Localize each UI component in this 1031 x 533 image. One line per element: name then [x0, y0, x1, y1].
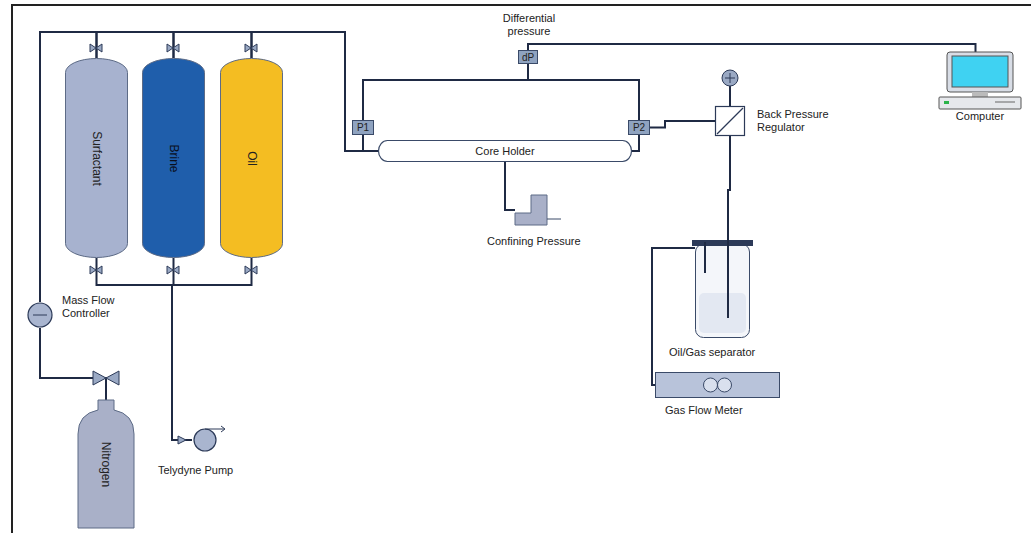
differential-pressure-gauge: Differential pressuredP	[518, 50, 538, 64]
node-label: Telydyne Pump	[158, 464, 233, 477]
back-pressure-regulator-outline	[715, 106, 745, 136]
node-label: Surfactant	[90, 131, 103, 186]
flow-line	[652, 248, 695, 385]
flow-line	[528, 44, 976, 52]
node-label: Confining Pressure	[487, 235, 581, 248]
flow-line	[363, 64, 528, 120]
node-label: Brine	[167, 144, 180, 172]
telydyne-pump: Telydyne Pump	[192, 428, 218, 452]
flow-line	[40, 328, 106, 400]
bpr-gauge	[722, 70, 738, 106]
core-holder: Core Holder	[378, 140, 632, 162]
node-label: Oil/Gas separator	[669, 346, 755, 359]
brine-vessel: Brine	[142, 58, 205, 258]
frame-border	[12, 5, 1031, 533]
node-label: Nitrogen	[99, 441, 112, 486]
node-label: Gas Flow Meter	[665, 404, 743, 417]
node-label: P2	[633, 121, 645, 134]
node-label: dP	[522, 51, 534, 64]
flow-line	[728, 136, 730, 238]
mass-flow-controller-outline	[27, 302, 53, 328]
surfactant-vessel: Surfactant	[65, 58, 128, 258]
node-label: Mass Flow Controller	[62, 294, 150, 320]
telydyne-pump-outline	[192, 428, 218, 452]
pressure-gauge: P1	[352, 120, 374, 135]
flow-line	[40, 32, 252, 302]
flow-line	[505, 162, 515, 210]
mass-flow-controller: Mass Flow Controller	[27, 302, 53, 328]
flow-line	[632, 135, 639, 151]
pump-valve	[178, 436, 186, 444]
oil-gas-separator: Oil/Gas separator	[695, 238, 750, 338]
node-label: Differential pressure	[496, 12, 562, 38]
confining-pressure-pump-outline	[515, 195, 555, 225]
computer: Computer	[935, 52, 1025, 126]
node-label: Computer	[935, 110, 1025, 123]
node-label: P1	[357, 121, 369, 134]
flow-line	[363, 135, 378, 151]
confining-pressure-pump: Confining Pressure	[515, 195, 555, 225]
nitrogen-cylinder: Nitrogen	[78, 400, 134, 528]
oil-gas-separator-outline	[695, 238, 750, 338]
node-label: Oil	[245, 151, 258, 166]
flow-line	[528, 64, 639, 120]
node-label: Core Holder	[475, 145, 534, 158]
gas-flow-meter: Gas Flow Meter	[655, 372, 780, 398]
flow-line	[650, 121, 715, 128]
pressure-gauge: P2	[628, 120, 650, 135]
flow-line	[172, 258, 252, 440]
oil-vessel: Oil	[220, 58, 283, 258]
back-pressure-regulator: Back Pressure Regulator	[715, 106, 745, 136]
node-label: Back Pressure Regulator	[757, 108, 869, 134]
gas-flow-meter-outline	[655, 372, 780, 398]
